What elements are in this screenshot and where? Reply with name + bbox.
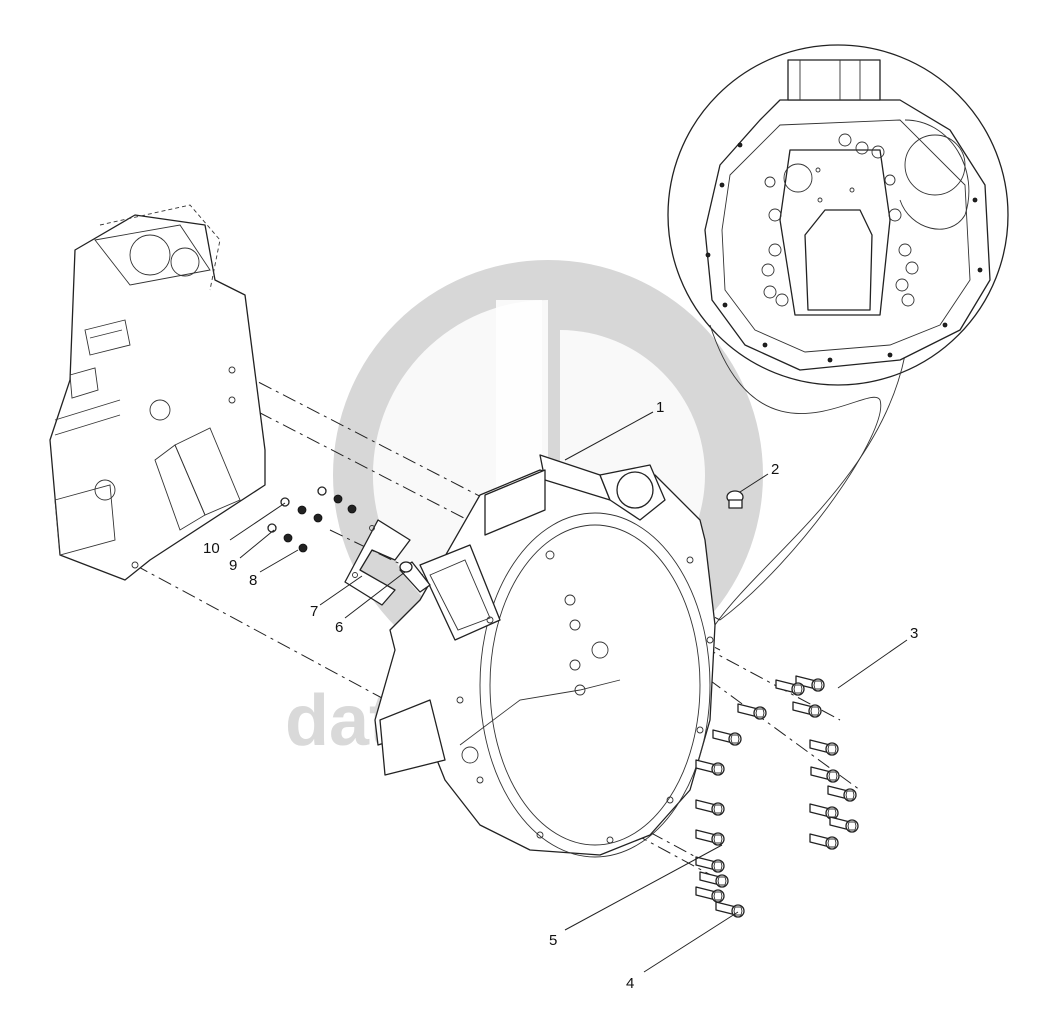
bolt: [809, 739, 839, 756]
bolt: [795, 675, 825, 692]
engine-block: [49, 204, 266, 581]
bolt: [695, 759, 725, 776]
callout-4: 4: [626, 975, 634, 992]
bolt: [809, 833, 839, 850]
bolt: [829, 816, 859, 833]
bolt: [810, 766, 840, 783]
leader-lines: [229, 411, 908, 973]
bolt: [827, 785, 857, 802]
callout-8: 8: [249, 572, 257, 589]
bolt: [737, 703, 767, 720]
inset-rim-holes: [705, 142, 983, 363]
bolt: [695, 856, 725, 873]
callout-9: 9: [229, 557, 237, 574]
housing-bolt-holes: [456, 550, 714, 844]
bolt: [775, 679, 805, 696]
bolt: [809, 803, 839, 820]
bolt: [715, 901, 745, 918]
cover-plate-part-7: [344, 519, 411, 606]
bolts: [695, 675, 859, 918]
callout-7: 7: [310, 603, 318, 620]
callout-2: 2: [771, 461, 779, 478]
bolt: [712, 729, 742, 746]
callout-labels: 1 2 3 4 5 6 7 8 9 10: [203, 399, 918, 992]
bolt: [695, 886, 725, 903]
callout-5: 5: [549, 932, 557, 949]
callout-10: 10: [203, 540, 220, 557]
bolt: [699, 871, 729, 888]
inset-bolts: [761, 133, 919, 307]
bolt: [695, 829, 725, 846]
callout-3: 3: [910, 625, 918, 642]
flywheel-housing: [374, 454, 716, 858]
bolt: [792, 701, 822, 718]
detail-inset: [667, 44, 1009, 626]
sensor-part-6: [399, 561, 431, 593]
bolt: [695, 799, 725, 816]
callout-6: 6: [335, 619, 343, 636]
small-fasteners: [267, 486, 357, 553]
callout-1: 1: [656, 399, 664, 416]
plug-part-2: [726, 490, 744, 509]
